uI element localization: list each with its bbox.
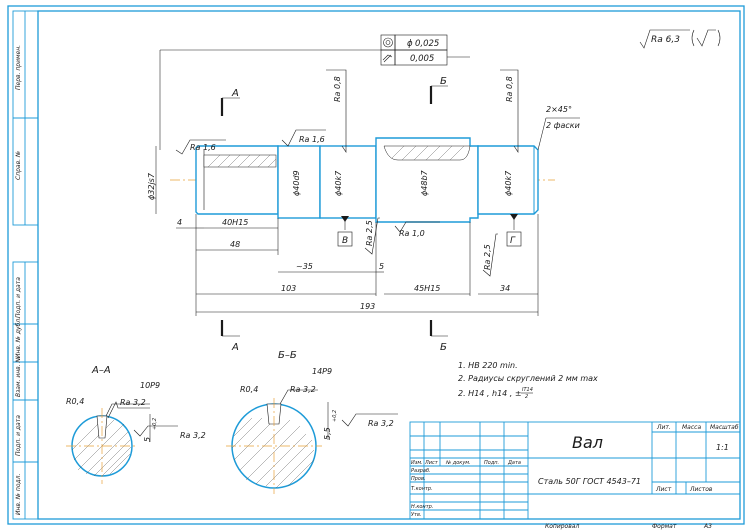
dia-40k7-right: ϕ40k7	[504, 170, 513, 196]
len-34: 34	[500, 284, 510, 293]
base-markers: В Г	[337, 214, 522, 247]
tb-sheet: Лист	[655, 486, 672, 493]
general-ra: Ra 6,3	[651, 35, 680, 45]
base-g: Г	[510, 236, 516, 246]
dia-40k7: ϕ40k7	[334, 170, 343, 196]
bb-ra-side: Ra 3,2	[368, 419, 394, 428]
len-48: 48	[230, 240, 240, 249]
ra-groove: Ra 1,0	[399, 229, 425, 238]
shaft-view	[170, 137, 555, 223]
tb-sheets: Листов	[689, 486, 713, 493]
aa-depth-tol: +0,2	[152, 418, 158, 430]
title-block: Вал Сталь 50Г ГОСТ 4543–71 Лит. Масса Ма…	[409, 421, 741, 530]
tb-role-razrab: Разраб.	[411, 468, 431, 474]
note-2: 2. Радиусы скруглений 2 мм max	[458, 374, 598, 383]
stamp-inv-dubl: Инв. № дубл.	[15, 317, 22, 358]
base-v: В	[342, 236, 348, 246]
bb-radius: R0,4	[240, 385, 258, 394]
bb-key: 14P9	[312, 367, 332, 376]
chamfer-count: 2 фаски	[546, 121, 580, 130]
note-1: 1. HB 220 min.	[458, 361, 518, 370]
cut-a-bottom: А	[231, 342, 239, 353]
tolerance-frame: ϕ 0,025 0,005	[159, 34, 470, 150]
aa-title: А–А	[91, 365, 111, 376]
tb-row-data: Дата	[507, 460, 521, 466]
section-bb: Б–Б R0,4 14P9 Ra 3,2 Ra 3,2 5,5 +0,2	[226, 350, 398, 494]
part-name: Вал	[572, 433, 603, 452]
tb-format: Формат	[652, 523, 677, 530]
aa-depth: 5	[143, 437, 152, 442]
dia-32: ϕ32js7	[147, 172, 156, 200]
tb-row-list: Лист	[424, 460, 439, 466]
tb-scale-value: 1:1	[716, 443, 729, 452]
diameter-labels: ϕ32js7 ϕ40d9 ϕ40k7 ϕ48b7 ϕ40k7	[147, 146, 513, 214]
ra-shoulder: Ra 1,6	[299, 135, 325, 144]
len-4: 4	[177, 218, 182, 227]
len-193: 193	[360, 302, 375, 311]
stamp-vzam: Взам. инв. №	[15, 356, 22, 397]
len-5: 5	[379, 262, 384, 271]
bb-depth: 5,5	[323, 427, 332, 440]
note-3: 2. H14 , h14 , ±	[458, 389, 522, 398]
tb-lit: Лит.	[656, 424, 671, 431]
len-40: 40H15	[222, 218, 248, 227]
material: Сталь 50Г ГОСТ 4543–71	[538, 477, 641, 486]
stamp-sprav: Справ. №	[15, 151, 22, 180]
ra-left: Ra 1,6	[190, 143, 216, 152]
len-35: ~35	[296, 262, 313, 271]
general-roughness: Ra 6,3	[639, 29, 721, 49]
ra-journal-r: Ra 0,8	[505, 76, 514, 102]
note-frac-den: 2	[525, 394, 528, 400]
tb-role-nkontr: Н.контр.	[411, 504, 433, 510]
tb-copied: Копировал	[545, 523, 579, 530]
tb-role-prov: Пров.	[411, 476, 426, 482]
bb-depth-tol: +0,2	[332, 410, 338, 422]
cut-b-top: Б	[440, 76, 447, 87]
dia-48b7: ϕ48b7	[420, 169, 429, 196]
tb-row-podp: Подп.	[484, 460, 499, 466]
tb-scale: Масштаб	[710, 424, 739, 431]
length-dims: 4 40H15 48 ~35 5 103 45H15 34 193	[176, 214, 539, 316]
aa-key: 10P9	[140, 381, 160, 390]
ra-journal-l: Ra 0,8	[333, 76, 342, 102]
chamfer-note: 2×45° 2 фаски	[537, 105, 580, 151]
stamp-podp1: Подп. и дата	[15, 277, 22, 318]
roughness-marks: Ra 1,6 Ra 1,6 Ra 0,8 Ra 0,8 Ra 2,5 Ra 1,…	[175, 69, 519, 277]
tb-format-value: А3	[703, 523, 712, 530]
len-45: 45H15	[414, 284, 440, 293]
side-stamp: Перв. примен. Справ. № Подп. и дата Инв.…	[12, 10, 39, 520]
note-frac-num: IT14	[522, 387, 533, 393]
chamfer-size: 2×45°	[546, 105, 572, 114]
tb-mass: Масса	[682, 424, 701, 431]
ra-keyface: Ra 2,5	[365, 220, 374, 246]
cut-b-bottom: Б	[440, 342, 447, 353]
tb-row-izm: Изм.	[411, 460, 423, 466]
section-cuts: А А Б Б	[220, 76, 448, 353]
ra-rightface: Ra 2,5	[483, 244, 492, 270]
tb-row-doc: № докум.	[445, 460, 471, 466]
stamp-perv: Перв. примен.	[15, 45, 22, 90]
section-aa: А–А R0,4 10P9 Ra 3,2 Ra 3,2 5 +0,2	[66, 365, 206, 484]
tb-role-tkontr: Т.контр.	[411, 486, 433, 492]
dia-40d9: ϕ40d9	[292, 170, 301, 196]
sheet-border	[7, 5, 745, 525]
cut-a-top: А	[231, 88, 239, 99]
aa-ra: Ra 3,2	[120, 398, 146, 407]
flatness-value: 0,005	[410, 54, 434, 64]
aa-ra-side: Ra 3,2	[180, 431, 206, 440]
stamp-podp2: Подп. и дата	[15, 415, 22, 456]
bb-title: Б–Б	[278, 350, 297, 361]
runout-sym: ϕ	[407, 39, 413, 49]
tb-role-utv: Утв.	[411, 512, 422, 518]
technical-notes: 1. HB 220 min. 2. Радиусы скруглений 2 м…	[458, 361, 598, 400]
bb-ra: Ra 3,2	[290, 385, 316, 394]
len-103: 103	[281, 284, 296, 293]
aa-radius: R0,4	[66, 397, 84, 406]
stamp-inv-podl: Инв. № подл.	[15, 474, 22, 515]
runout-value: 0,025	[415, 39, 439, 49]
